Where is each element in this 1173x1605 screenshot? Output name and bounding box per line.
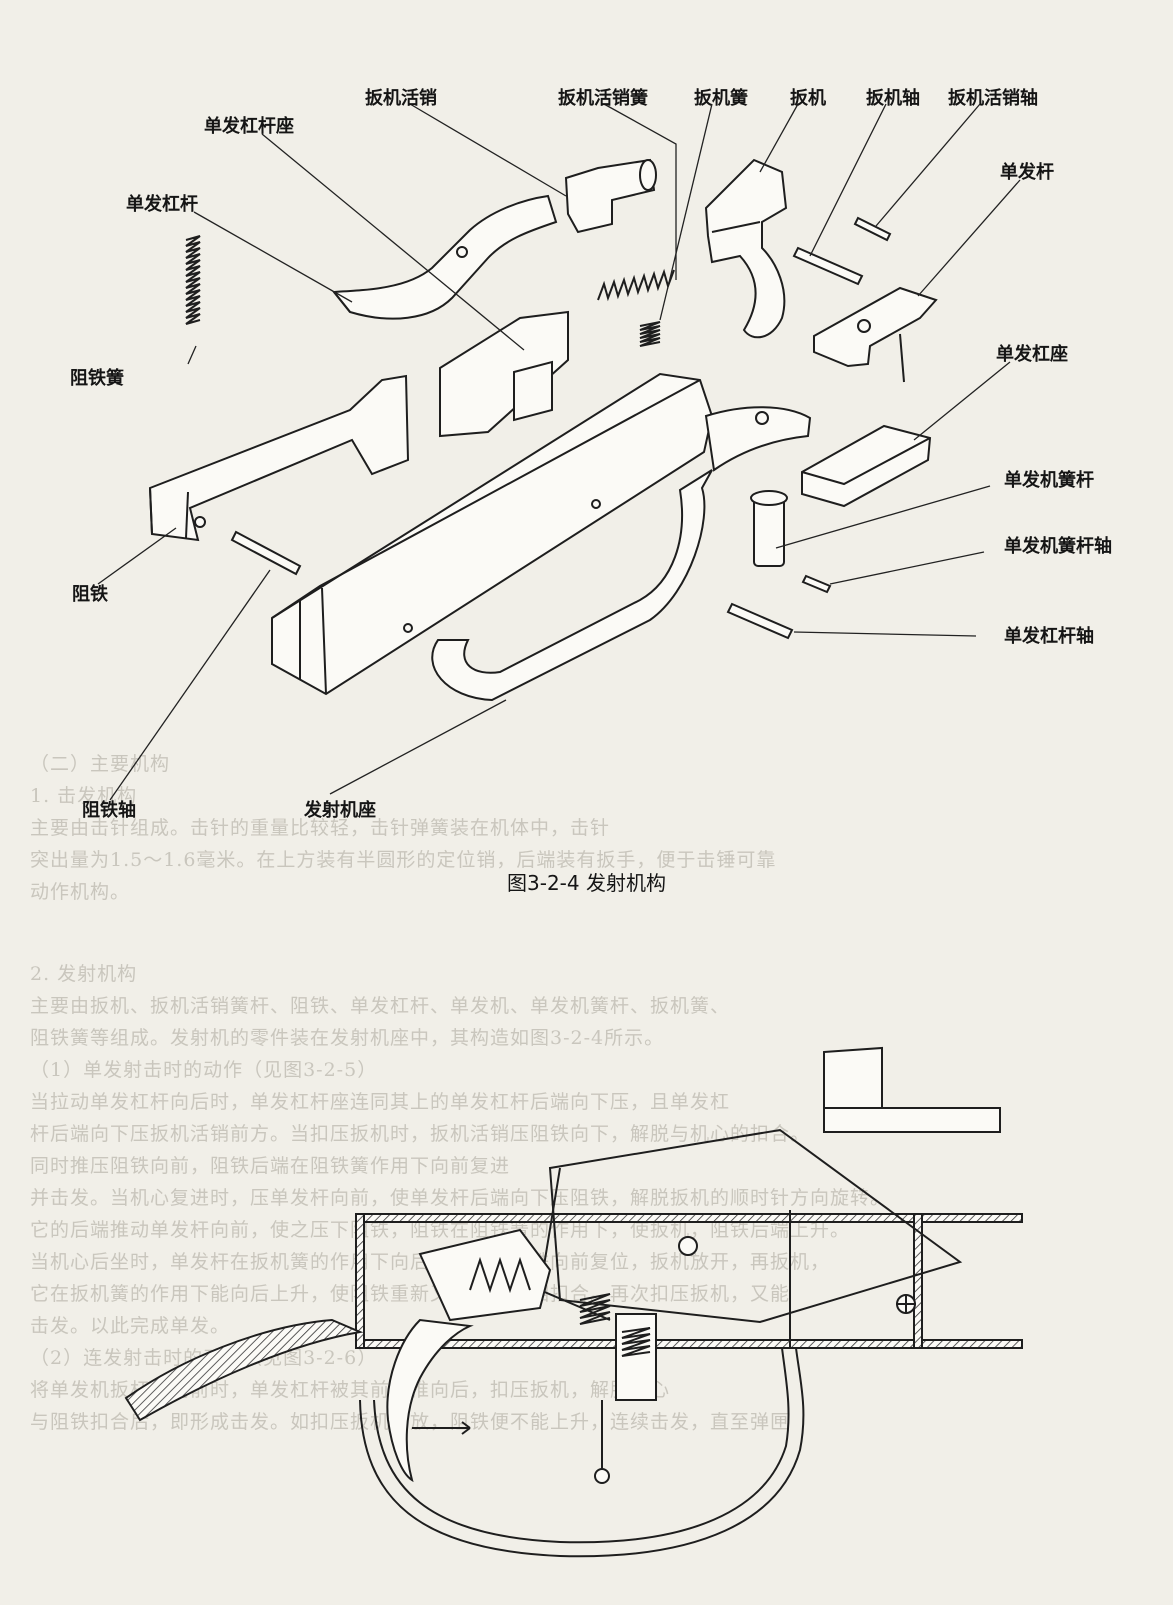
bleed-line: 它的后端推动单发杆向前，使之压下阻铁，阻铁在阻铁簧的作用下，使扳机，阻铁后端上升… <box>30 1219 851 1241</box>
bleed-line: 1. 击发机构 <box>30 785 138 807</box>
bleed-line: 2. 发射机构 <box>30 963 138 985</box>
figure-caption: 图3-2-4 发射机构 <box>507 871 666 895</box>
single-seat-part <box>801 424 932 508</box>
bleed-line: 主要由扳机、扳机活销簧杆、阻铁、单发杠杆、单发机、单发机簧杆、扳机簧、 <box>30 995 731 1017</box>
single-spring-rod-part <box>750 490 788 567</box>
trigger-part <box>704 158 788 339</box>
bleed-line: 阻铁簧等组成。发射机的零件装在发射机座中，其构造如图3-2-4所示。 <box>30 1027 665 1049</box>
label-single-lever: 单发杠杆 <box>126 194 198 215</box>
trigger-lock-pin-part <box>564 158 657 234</box>
label-stop-iron-axle: 阻铁轴 <box>82 800 136 821</box>
stop-iron-axle-part <box>230 530 302 576</box>
bleed-line: 动作机构。 <box>30 881 131 903</box>
bleed-line: 与阻铁扣合后，即形成击发。如扣压扳机不放，阻铁便不能上升，连续击发，直至弹匣 <box>30 1411 791 1433</box>
single-lever-axle-part <box>726 602 794 640</box>
bleed-line: 杆后端向下压扳机活销前方。当扣压扳机时，扳机活销压阻铁向下，解脱与机心的扣合。 <box>30 1123 811 1145</box>
single-lever-part <box>332 194 558 320</box>
single-lever-seat-part <box>439 310 569 438</box>
label-single-spring-rod: 单发机簧杆 <box>1004 470 1094 491</box>
bleed-line: 突出量为1.5～1.6毫米。在上方装有半圆形的定位销，后端装有扳手，便于击锤可靠 <box>30 849 777 871</box>
stop-iron-part <box>148 374 410 542</box>
label-trigger-lock-pin: 扳机活销 <box>365 88 437 109</box>
label-stop-iron: 阻铁 <box>72 584 108 605</box>
firing-housing-part <box>271 372 812 702</box>
bleed-line: 当拉动单发杠杆向后时，单发杠杆座连同其上的单发杠杆后端向下压，且单发杠 <box>30 1091 731 1113</box>
trigger-lock-pin-axle-part <box>853 216 892 242</box>
single-rod-part <box>813 286 938 383</box>
bleed-line: 主要由击针组成。击针的重量比较轻，击针弹簧装在机体中，击针 <box>30 817 611 839</box>
trigger-axle-part <box>792 246 864 286</box>
label-trigger-lock-pin-spring: 扳机活销簧 <box>558 88 648 109</box>
label-single-lever-seat: 单发杠杆座 <box>204 116 294 137</box>
bleed-line: 同时推压阻铁向前，阻铁后端在阻铁簧作用下向前复进 <box>30 1155 511 1177</box>
section-drawing <box>124 1046 1023 1558</box>
label-firing-housing: 发射机座 <box>304 800 376 821</box>
label-trigger-spring: 扳机簧 <box>694 88 748 109</box>
label-trigger-axle: 扳机轴 <box>866 88 920 109</box>
label-trigger-lock-pin-axle: 扳机活销轴 <box>948 88 1038 109</box>
bleed-line: 击发。以此完成单发。 <box>30 1315 231 1337</box>
bleed-line: 并击发。当机心复进时，压单发杆向前，使单发杆后端向下压阻铁，解脱扳机的顺时针方向… <box>30 1187 891 1209</box>
leader-lines <box>97 103 1021 801</box>
bleed-through-top: （二）主要机构 1. 击发机构 主要由击针组成。击针的重量比较轻，击针弹簧装在机… <box>30 748 1140 908</box>
label-single-rod: 单发杆 <box>1000 162 1054 183</box>
bleed-line: （二）主要机构 <box>30 753 171 775</box>
label-trigger: 扳机 <box>790 88 826 109</box>
trigger-spring-part <box>639 321 661 347</box>
bleed-line: （1）单发射击时的动作（见图3-2-5） <box>30 1059 378 1081</box>
stop-iron-spring <box>185 235 201 325</box>
trigger-lock-pin-spring-part <box>597 268 675 302</box>
label-stop-iron-spring: 阻铁簧 <box>70 368 124 389</box>
label-single-seat: 单发杠座 <box>996 344 1068 365</box>
single-spring-rod-axle-part <box>801 574 832 594</box>
bleed-line: 它在扳机簧的作用下能向后上升，使阻铁重新又能与机心相扣合。再次扣压扳机，又能 <box>30 1283 791 1305</box>
label-single-lever-axle: 单发杠杆轴 <box>1004 626 1094 647</box>
label-single-spring-rod-axle: 单发机簧杆轴 <box>1004 536 1112 557</box>
